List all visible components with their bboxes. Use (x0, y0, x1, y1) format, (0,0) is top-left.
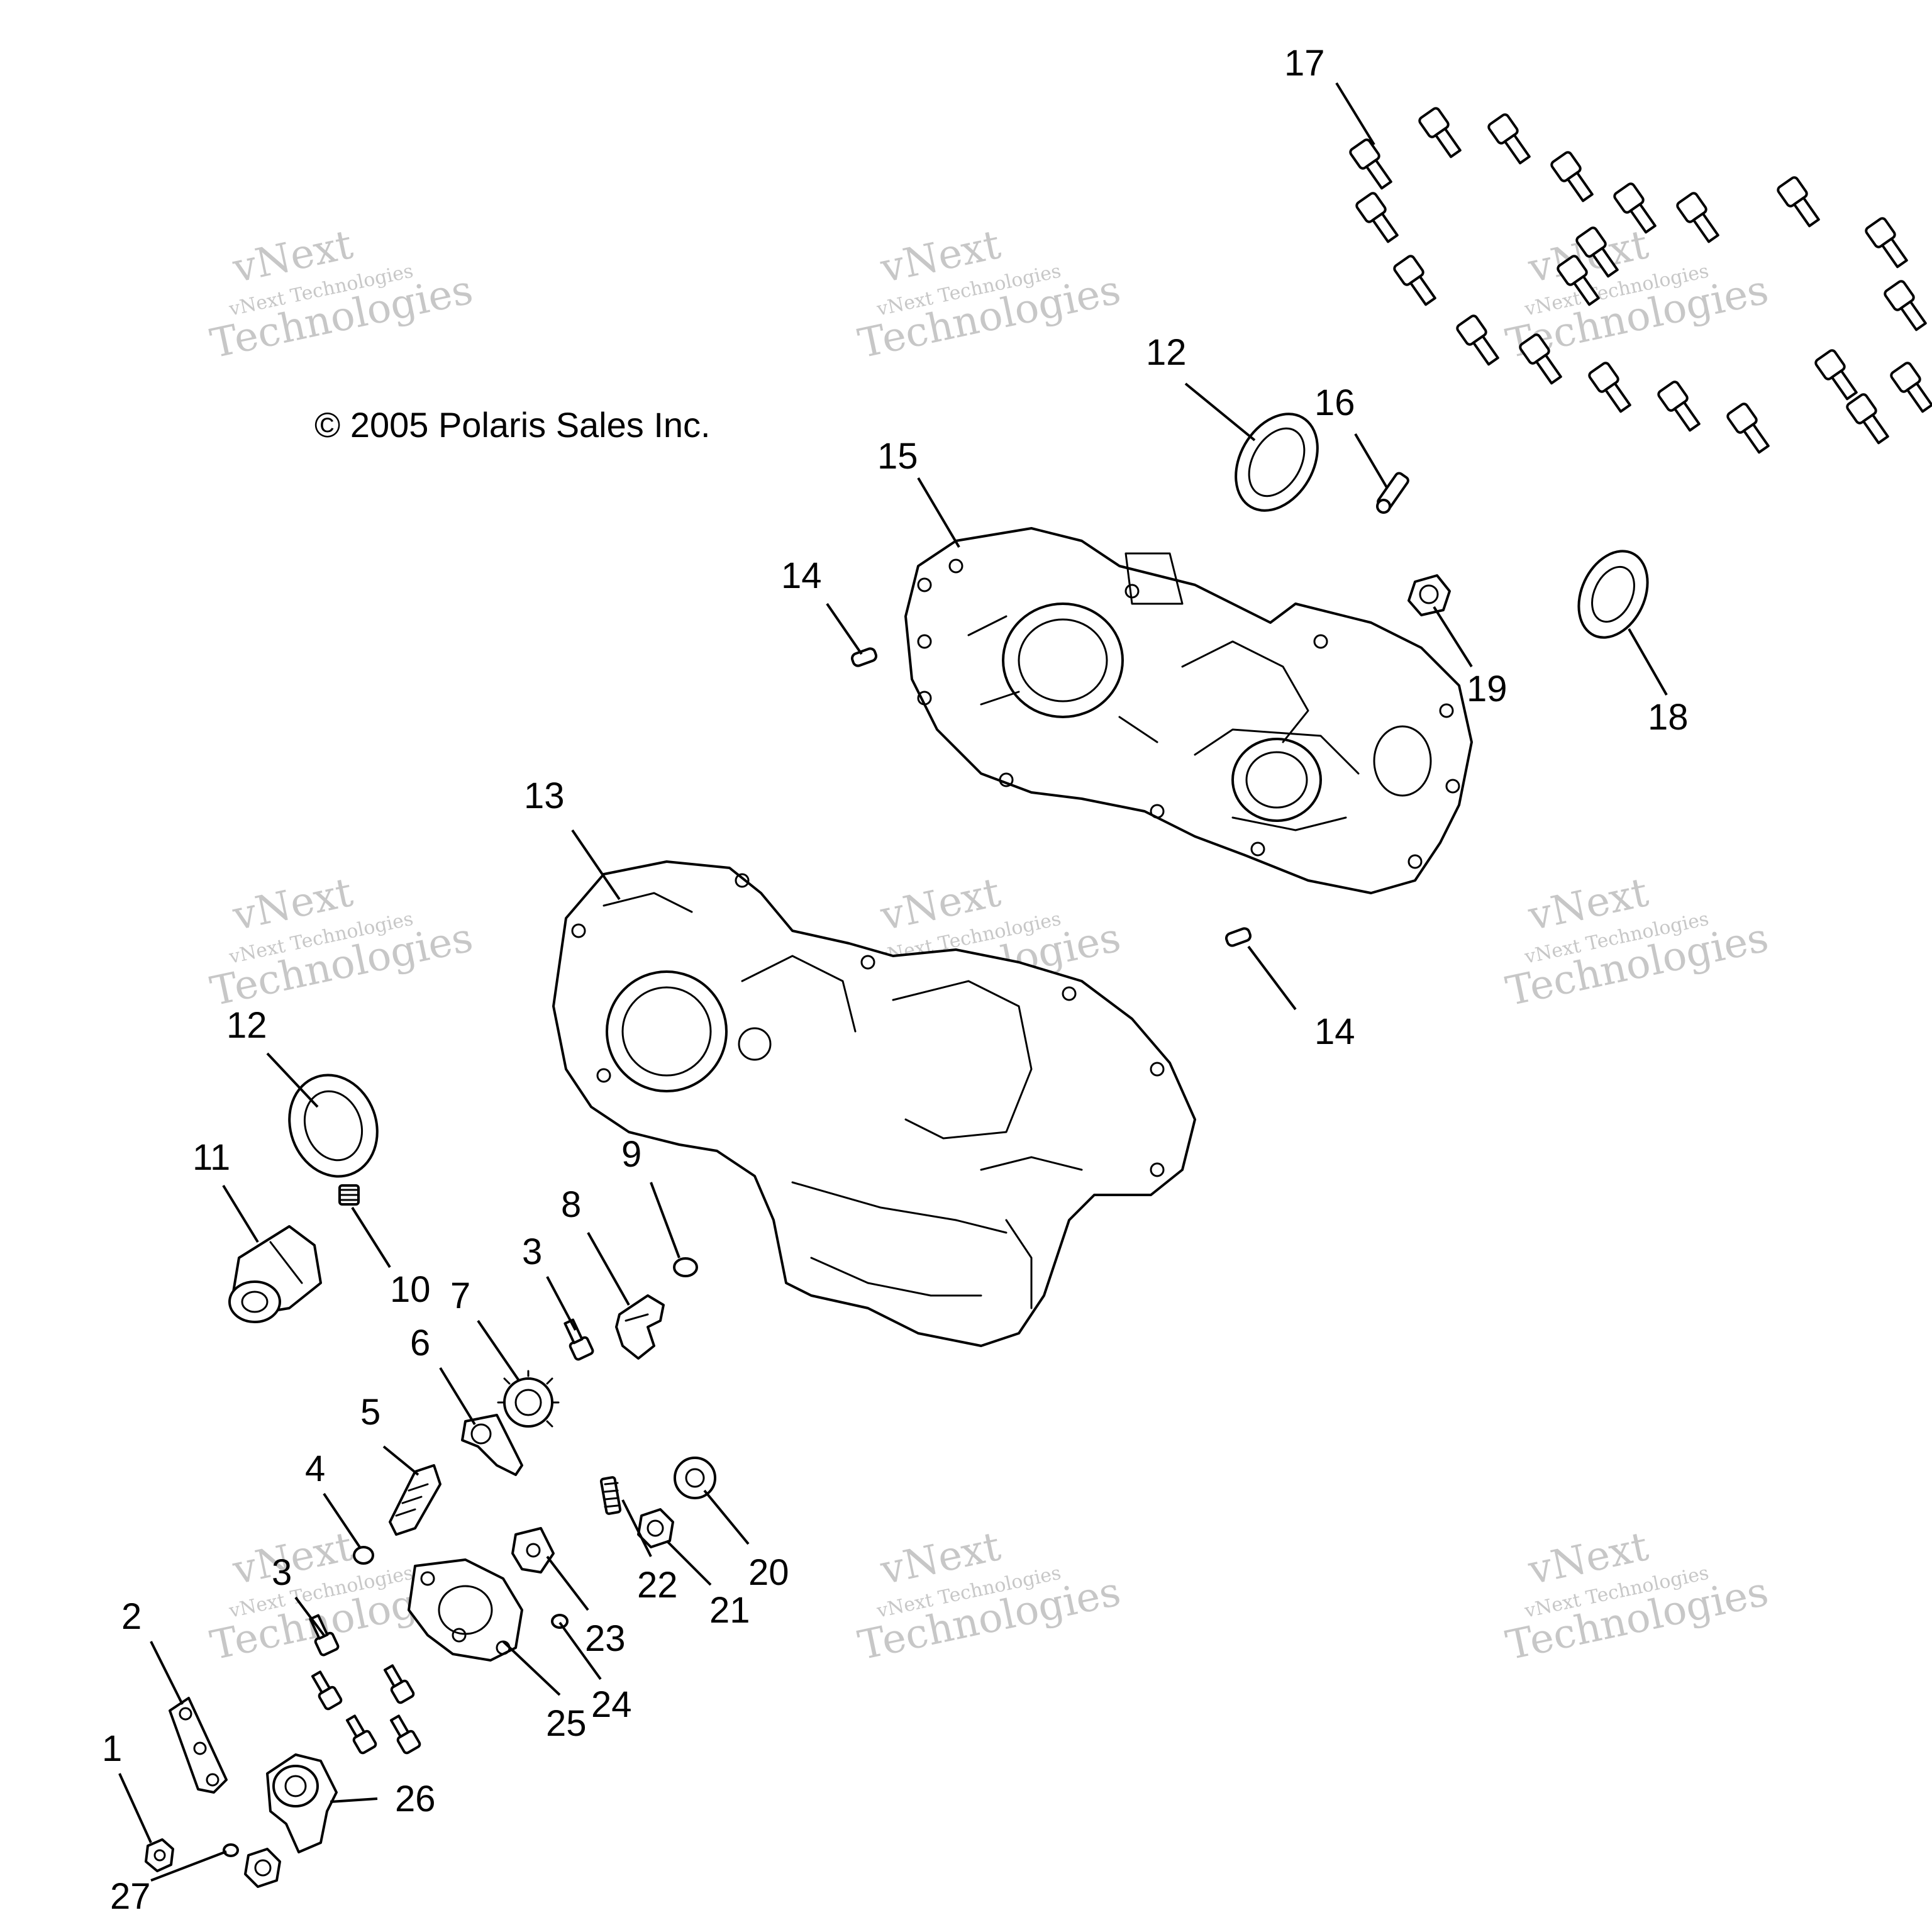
callout-10: 10 (390, 1269, 431, 1310)
callout-24: 24 (591, 1684, 632, 1725)
watermark-tile: vNext vNext Technologies Technologies (206, 869, 477, 1015)
callout-15: 15 (877, 436, 918, 477)
callout-3-upper: 3 (522, 1231, 542, 1272)
seal-12-upper (1235, 413, 1319, 512)
callout-2: 2 (121, 1596, 142, 1637)
callout-9: 9 (621, 1134, 641, 1175)
callout-14-lower: 14 (1314, 1011, 1355, 1052)
watermark-tile: vNext vNext Technologies Technologies (206, 221, 477, 367)
crankcase-13 (552, 860, 1196, 1347)
watermark-tile: vNext vNext Technologies Technologies (854, 1523, 1124, 1669)
ring-4 (353, 1546, 374, 1565)
callout-16: 16 (1314, 382, 1355, 423)
bracket-2 (169, 1697, 228, 1794)
ring-24 (551, 1614, 569, 1629)
spring-22 (599, 1476, 622, 1515)
callout-7: 7 (450, 1275, 470, 1316)
leader-lines (118, 82, 1668, 1882)
callout-25: 25 (546, 1703, 587, 1744)
nut-21 (637, 1508, 674, 1548)
seal-18 (1577, 550, 1649, 639)
spring-10 (338, 1184, 360, 1206)
dowel-14-lower (1224, 927, 1252, 947)
gear-7 (497, 1370, 560, 1428)
callout-12-lower: 12 (226, 1005, 267, 1046)
plug-19 (1407, 574, 1451, 616)
callout-6: 6 (410, 1323, 430, 1363)
bolt-3-upper (564, 1318, 594, 1361)
callout-19: 19 (1467, 669, 1507, 709)
fitting-16 (1376, 472, 1409, 514)
callout-5: 5 (360, 1392, 380, 1433)
o-ring-9 (673, 1257, 698, 1277)
callout-12-upper: 12 (1146, 332, 1187, 373)
bolt-set-small (311, 1664, 421, 1755)
watermark-tile: vNext vNext Technologies Technologies (1502, 1523, 1772, 1669)
impeller-23 (511, 1527, 555, 1574)
lever-6 (461, 1414, 523, 1476)
callout-3-lower: 3 (272, 1552, 292, 1593)
washer-27 (223, 1843, 239, 1857)
gear-20 (674, 1457, 716, 1499)
callout-8: 8 (561, 1184, 581, 1225)
callout-14-upper: 14 (781, 555, 822, 596)
pump-housing-25 (408, 1558, 523, 1662)
callout-1: 1 (102, 1728, 122, 1769)
nut-1 (145, 1838, 174, 1872)
nut-27 (244, 1848, 281, 1888)
crankcase-cover-15 (904, 527, 1473, 894)
callout-4: 4 (305, 1448, 325, 1489)
shaft-5 (389, 1464, 441, 1536)
callout-21: 21 (709, 1590, 750, 1631)
callout-17: 17 (1284, 43, 1325, 84)
elbow-fitting-8 (615, 1294, 665, 1360)
callout-13: 13 (524, 775, 565, 816)
sensor-26 (266, 1753, 338, 1853)
callout-23: 23 (585, 1618, 626, 1659)
watermark-tile: vNext vNext Technologies Technologies (854, 221, 1124, 367)
callout-18: 18 (1648, 697, 1689, 738)
callout-20: 20 (748, 1552, 789, 1593)
bolt-set-17 (1349, 107, 1932, 454)
callout-22: 22 (637, 1565, 678, 1606)
copyright-notice: © 2005 Polaris Sales Inc. (314, 405, 711, 445)
dowel-14-upper (850, 647, 878, 667)
callout-26: 26 (395, 1779, 436, 1819)
callout-labels: 17 12 16 15 14 19 18 13 14 12 11 10 9 8 … (102, 43, 1689, 1917)
watermark-tile: vNext vNext Technologies Technologies (1502, 869, 1772, 1015)
part-11 (228, 1225, 322, 1323)
callout-11: 11 (192, 1137, 230, 1178)
callout-27: 27 (110, 1876, 151, 1917)
